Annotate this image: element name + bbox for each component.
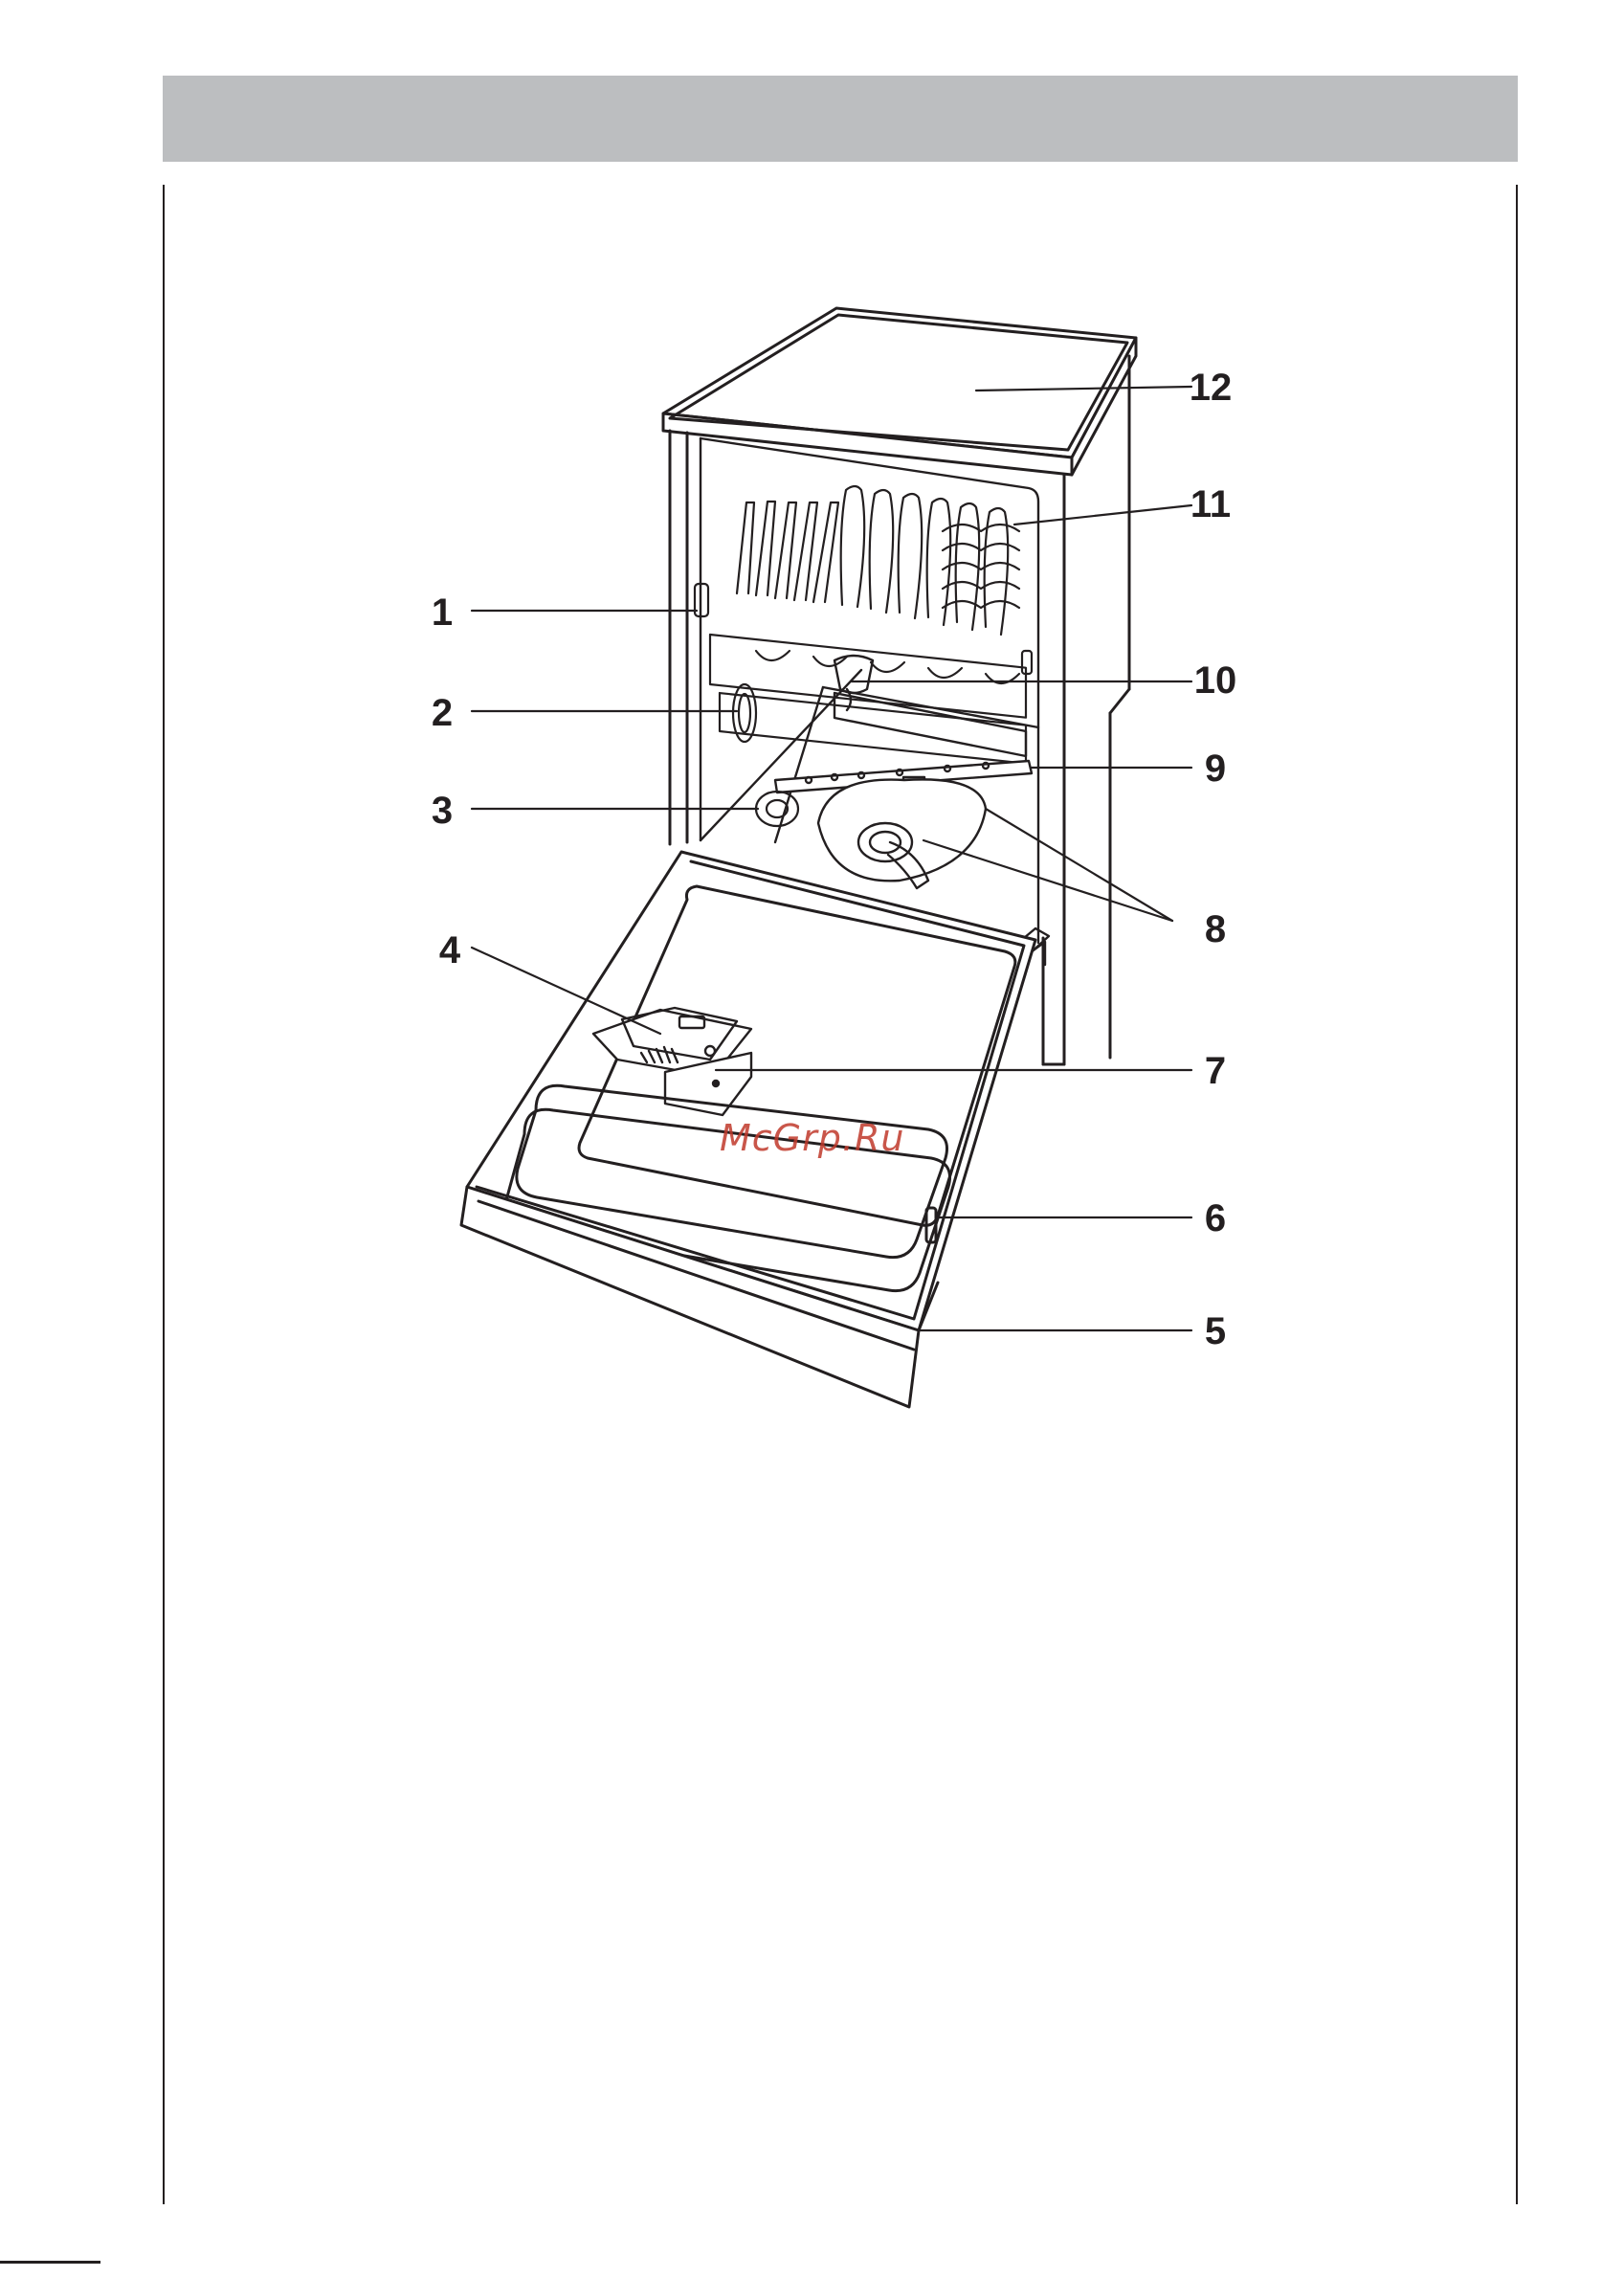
callout-8: 8 (1205, 908, 1226, 950)
watermark: McGrp.Ru (720, 1117, 904, 1159)
callout-12: 12 (1190, 367, 1233, 409)
callout-3: 3 (432, 790, 453, 832)
footer-mark (0, 2261, 100, 2264)
callout-9: 9 (1205, 748, 1226, 790)
callout-4: 4 (439, 929, 461, 971)
callout-1: 1 (432, 592, 453, 634)
callout-7: 7 (1205, 1050, 1226, 1092)
upper-spray-arm (834, 656, 873, 710)
callout-6: 6 (1205, 1197, 1226, 1239)
salt-cap (756, 792, 798, 826)
filter-assembly (818, 779, 986, 888)
callout-10: 10 (1194, 659, 1237, 702)
side-dispenser (733, 684, 756, 742)
callout-11: 11 (1190, 483, 1231, 525)
callout-5: 5 (1205, 1310, 1226, 1352)
callout-2: 2 (432, 692, 453, 734)
worktop (663, 308, 1136, 475)
